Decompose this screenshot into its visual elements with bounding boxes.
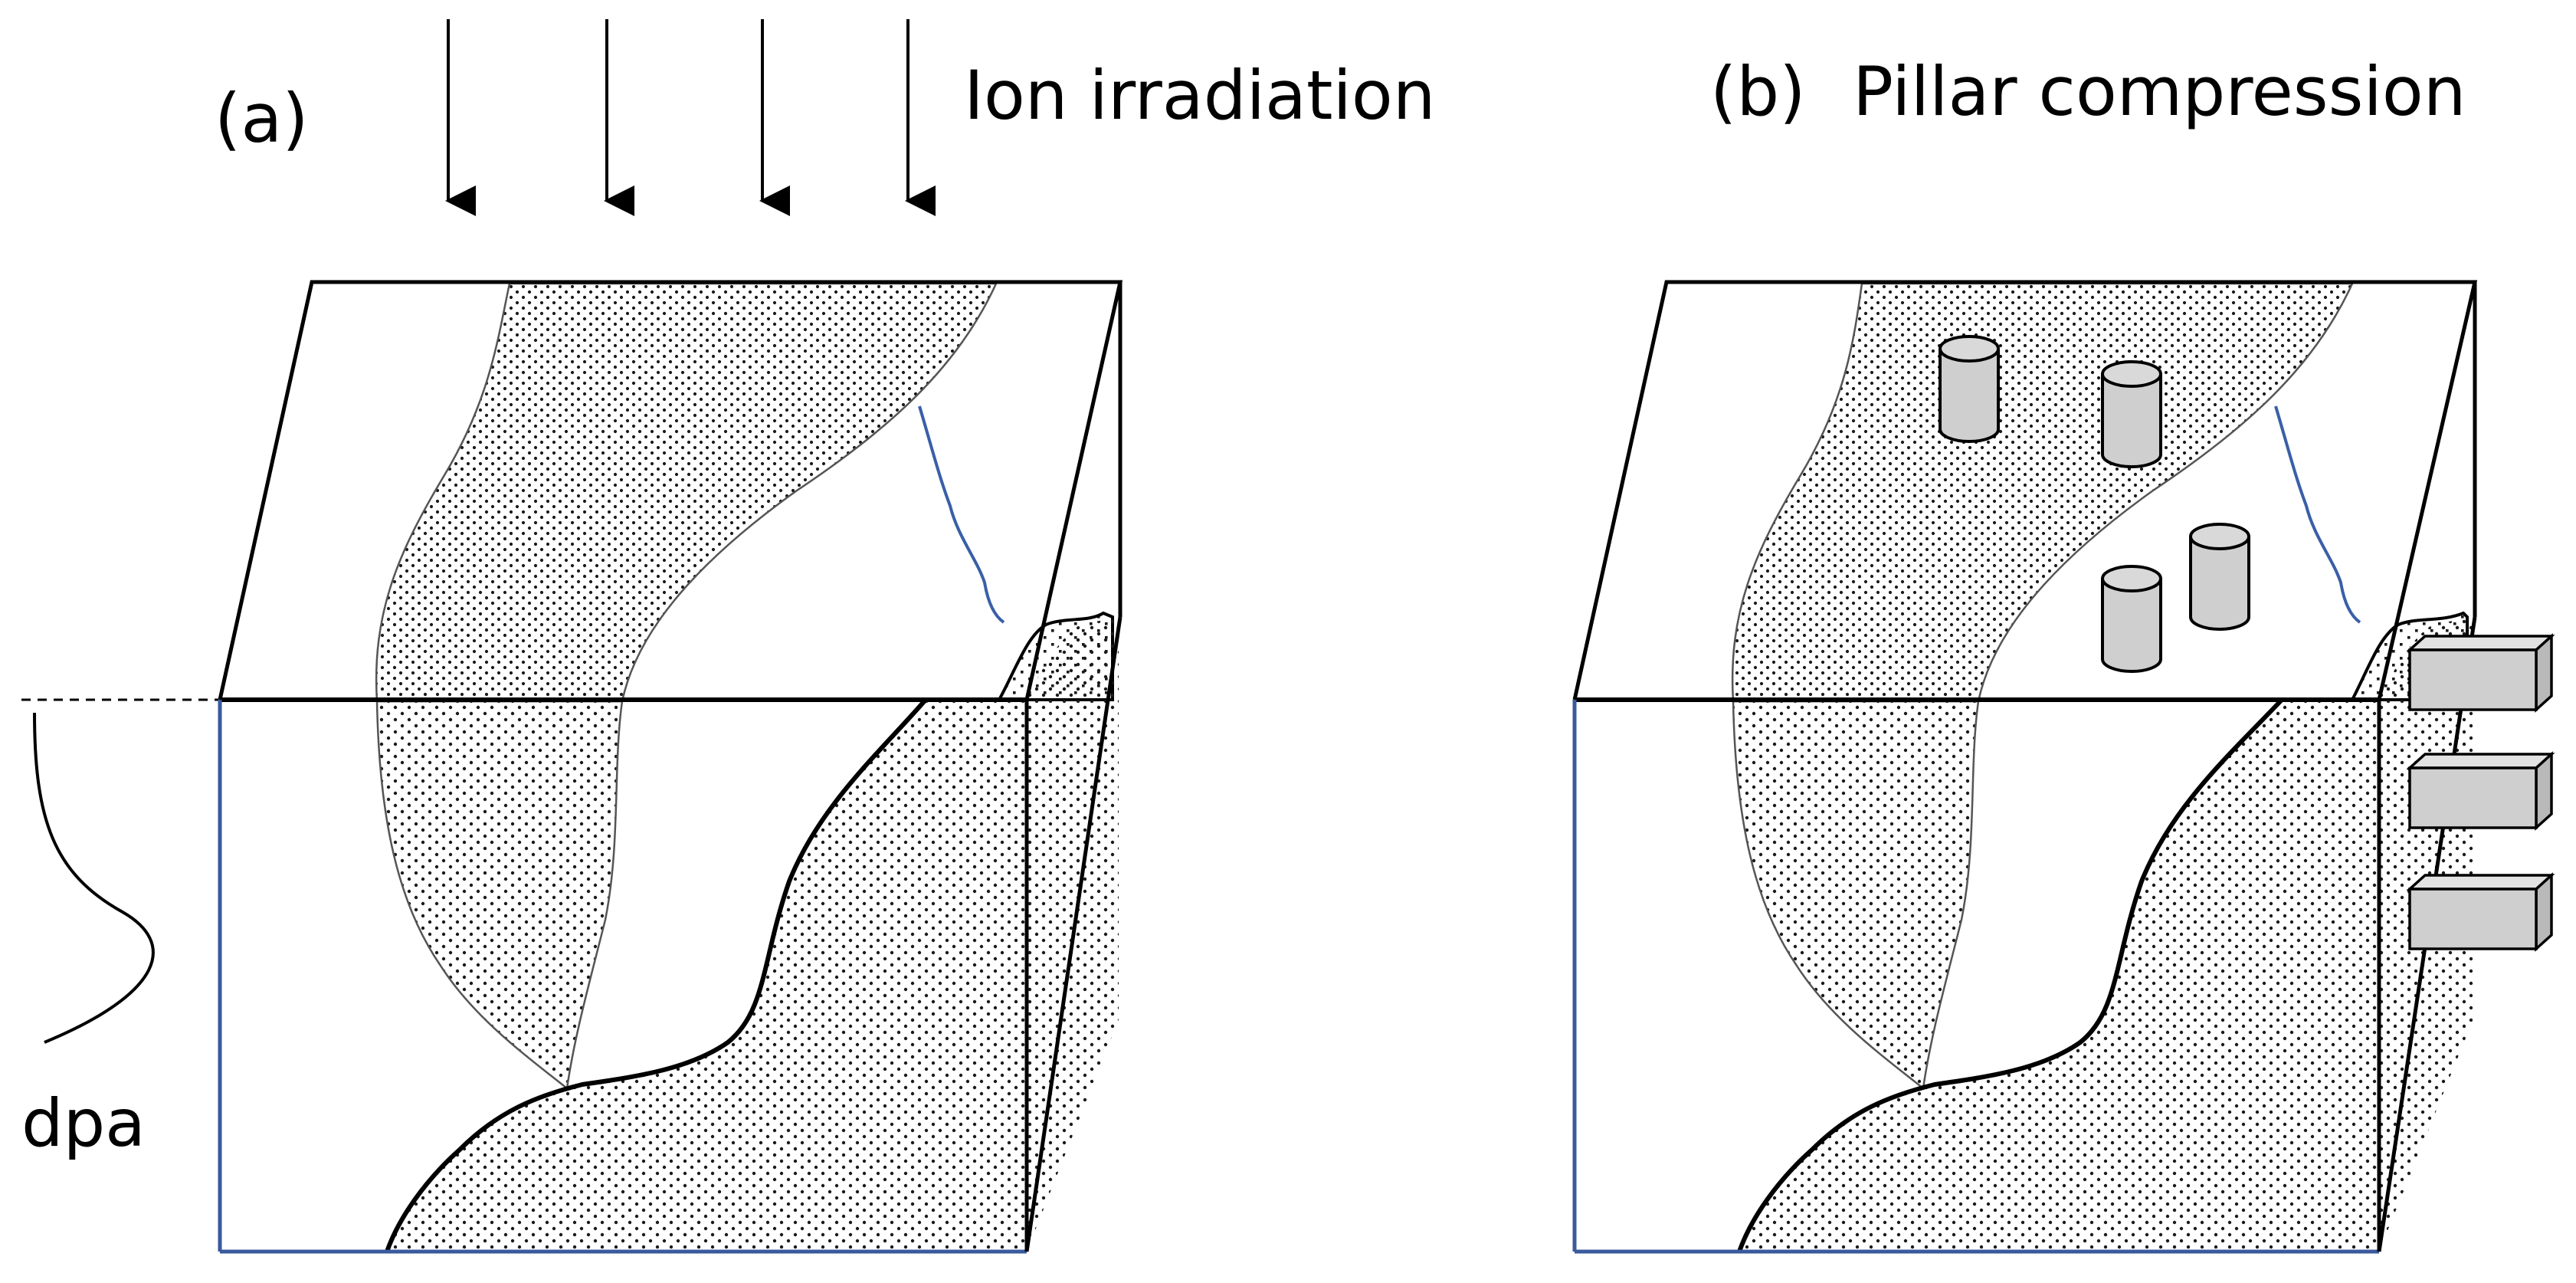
dpa-profile: dpa: [21, 698, 218, 1162]
cylinder-pillar-icon: [1939, 335, 2000, 443]
panel-a-label: (a): [215, 79, 309, 158]
ion-arrows: [445, 19, 936, 216]
grains-front-face-a: [375, 698, 1027, 1252]
panel-b-title: Pillar compression: [1853, 52, 2466, 131]
dpa-label: dpa: [21, 1085, 146, 1162]
grains-top-face-a: [375, 282, 1114, 703]
grains-front-face-b: [1732, 697, 2379, 1252]
grain-boundary-line: [918, 405, 1005, 624]
rectangular-pillar-icon: [2406, 633, 2555, 713]
panel-a-title: Ion irradiation: [964, 56, 1436, 135]
grain-region: [375, 700, 624, 1091]
specimen-block-b: [1572, 280, 2478, 1254]
grain-region: [387, 700, 1027, 1252]
panel-b: (b) Pillar compression: [1572, 52, 2555, 1254]
micropillars: [1939, 335, 2250, 673]
grain-region: [1731, 282, 2354, 703]
panel-b-label: (b): [1710, 52, 1806, 131]
grain-boundary-line: [1737, 697, 2284, 1252]
rectangular-pillar-icon: [2406, 872, 2555, 952]
cylinder-pillar-icon: [2101, 565, 2162, 673]
panel-a: (a) Ion irradiation dpa: [21, 19, 1436, 1254]
cylinder-pillar-icon: [2101, 360, 2162, 468]
grain-region: [375, 282, 998, 703]
grain-boundary-line: [2274, 405, 2361, 624]
grain-boundary-line: [385, 698, 928, 1252]
cylinder-pillar-icon: [2189, 523, 2250, 631]
dpa-curve: [33, 712, 155, 1044]
grain-region: [1739, 700, 2379, 1252]
grain-region: [1732, 700, 1980, 1091]
grains-top-face-b: [1731, 282, 2469, 703]
specimen-block-a: [218, 280, 1123, 1254]
rectangular-pillar-icon: [2406, 751, 2555, 831]
side-pillars: [2406, 633, 2555, 952]
